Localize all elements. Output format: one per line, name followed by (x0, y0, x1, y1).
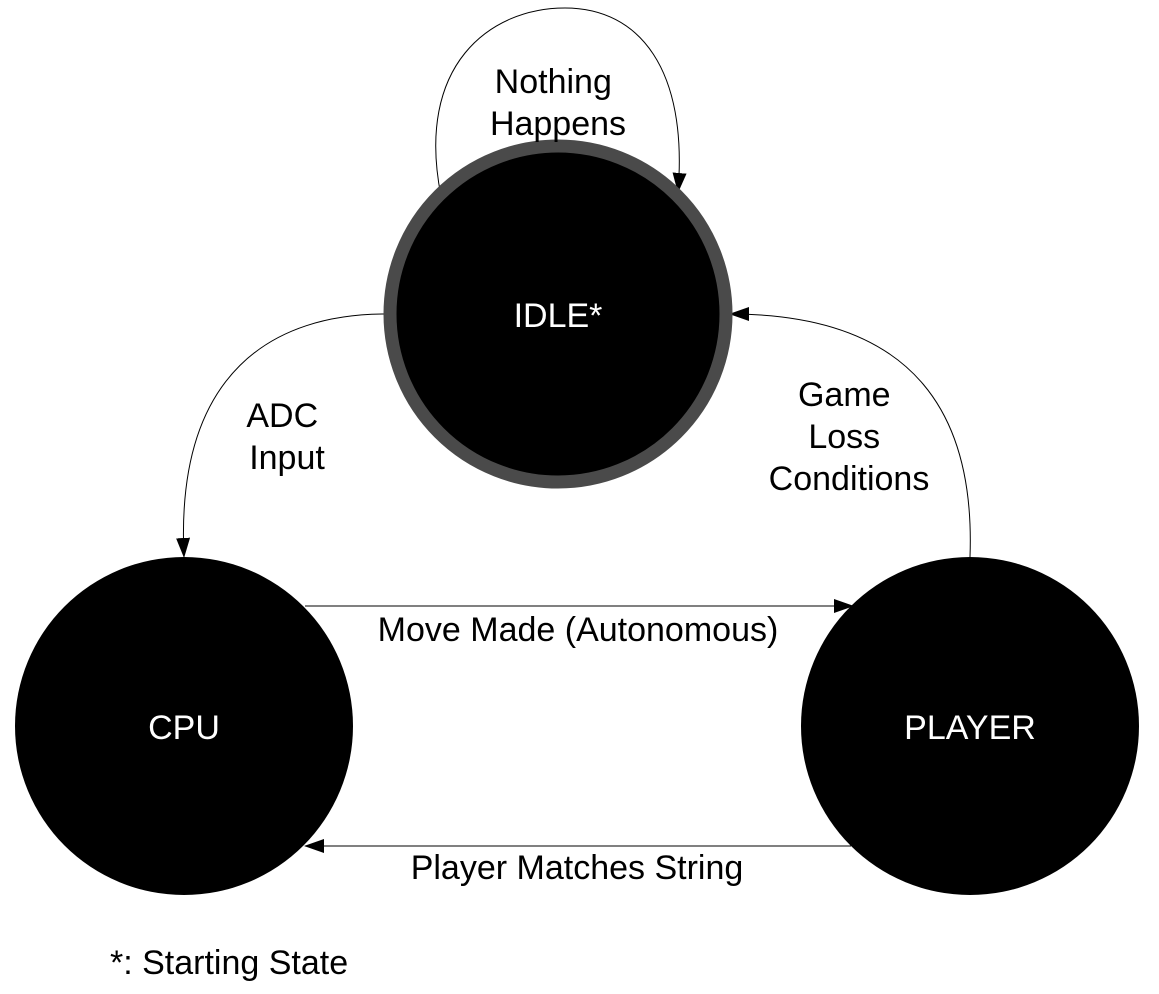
edge-player-to-idle (729, 307, 971, 558)
state-cpu-circle (15, 557, 353, 895)
edge-idle-to-cpu (176, 313, 387, 558)
state-cpu-label: CPU (148, 709, 220, 747)
legend-starting-state: *: Starting State (110, 944, 348, 982)
state-idle: IDLE* (383, 139, 733, 489)
state-cpu: CPU (15, 557, 353, 895)
label-player-matches-string: Player Matches String (411, 849, 744, 887)
label-nothing-happens: Nothing Happens (490, 63, 626, 143)
state-player-label: PLAYER (904, 709, 1036, 747)
edge-idle-self-loop (435, 7, 687, 197)
label-adc-input: ADC Input (246, 397, 327, 477)
state-idle-label: IDLE* (514, 297, 603, 335)
label-game-loss-conditions: Game Loss Conditions (769, 376, 930, 498)
state-player: PLAYER (801, 557, 1139, 895)
label-move-made: Move Made (Autonomous) (378, 611, 779, 649)
state-idle-circle (383, 139, 733, 489)
state-player-circle (801, 557, 1139, 895)
